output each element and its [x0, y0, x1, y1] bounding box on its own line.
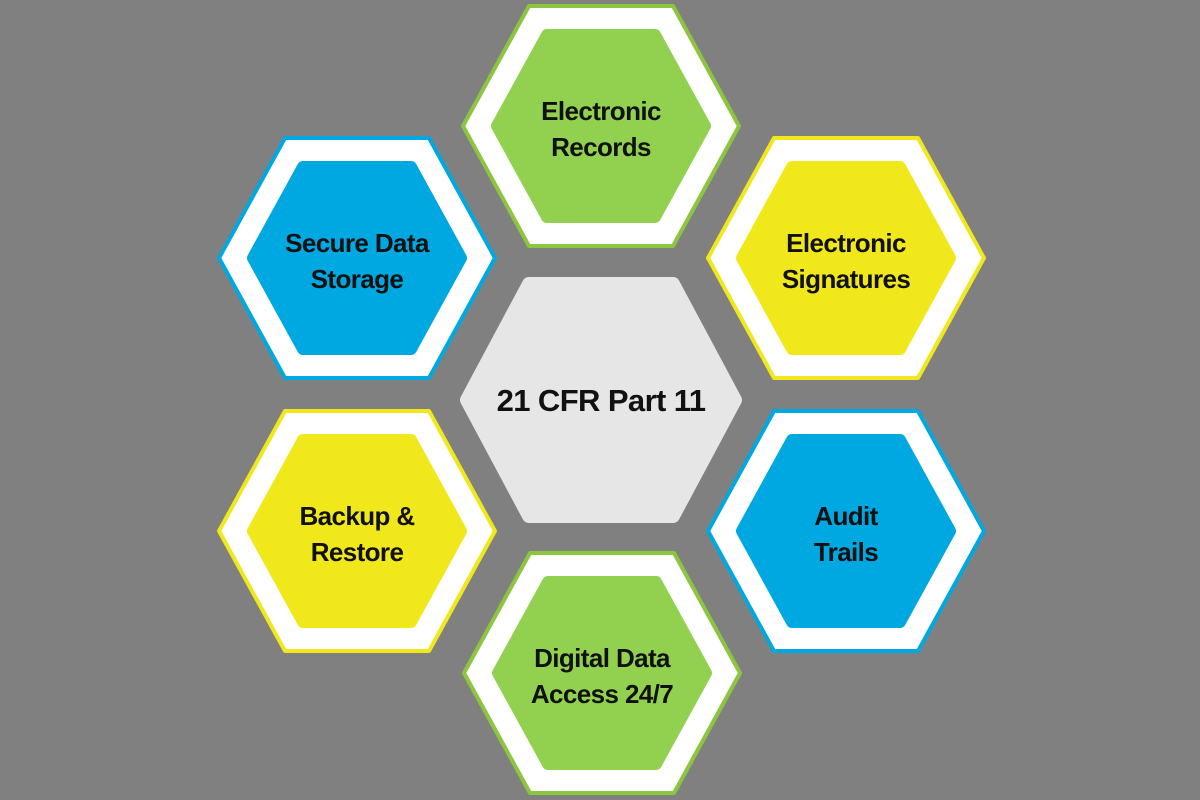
hexagon-inner-fill: [247, 434, 467, 628]
hexagon-label-line: Restore: [311, 537, 404, 567]
hexagon-inner-fill: [736, 161, 956, 355]
hexagon-label-line: Electronic: [786, 228, 906, 258]
hexagon-label-line: Digital Data: [534, 643, 671, 673]
hexagon-inner-fill: [491, 29, 711, 223]
hexagon-inner-fill: [736, 434, 956, 628]
center-title: 21 CFR Part 11: [497, 383, 706, 418]
hexagon-label-line: Signatures: [782, 264, 911, 294]
hexagon-backup-restore: Backup & Restore: [217, 409, 497, 653]
hexagon-label-line: Records: [551, 132, 651, 162]
hexagon-label-line: Backup &: [299, 501, 414, 531]
hexagon-inner-fill: [247, 161, 467, 355]
hexagon-label-line: Access 24/7: [531, 679, 673, 709]
center-hexagon-shape: [460, 277, 742, 523]
hexagon-label-line: Trails: [814, 537, 878, 567]
hexagon-label-line: Electronic: [541, 96, 661, 126]
hexagon-label-line: Secure Data: [285, 228, 430, 258]
center-hexagon: 21 CFR Part 11: [460, 277, 742, 523]
hexagon-inner-fill: [492, 576, 712, 770]
hexagon-label-line: Audit: [814, 501, 878, 531]
hexagon-label-line: Storage: [311, 264, 404, 294]
